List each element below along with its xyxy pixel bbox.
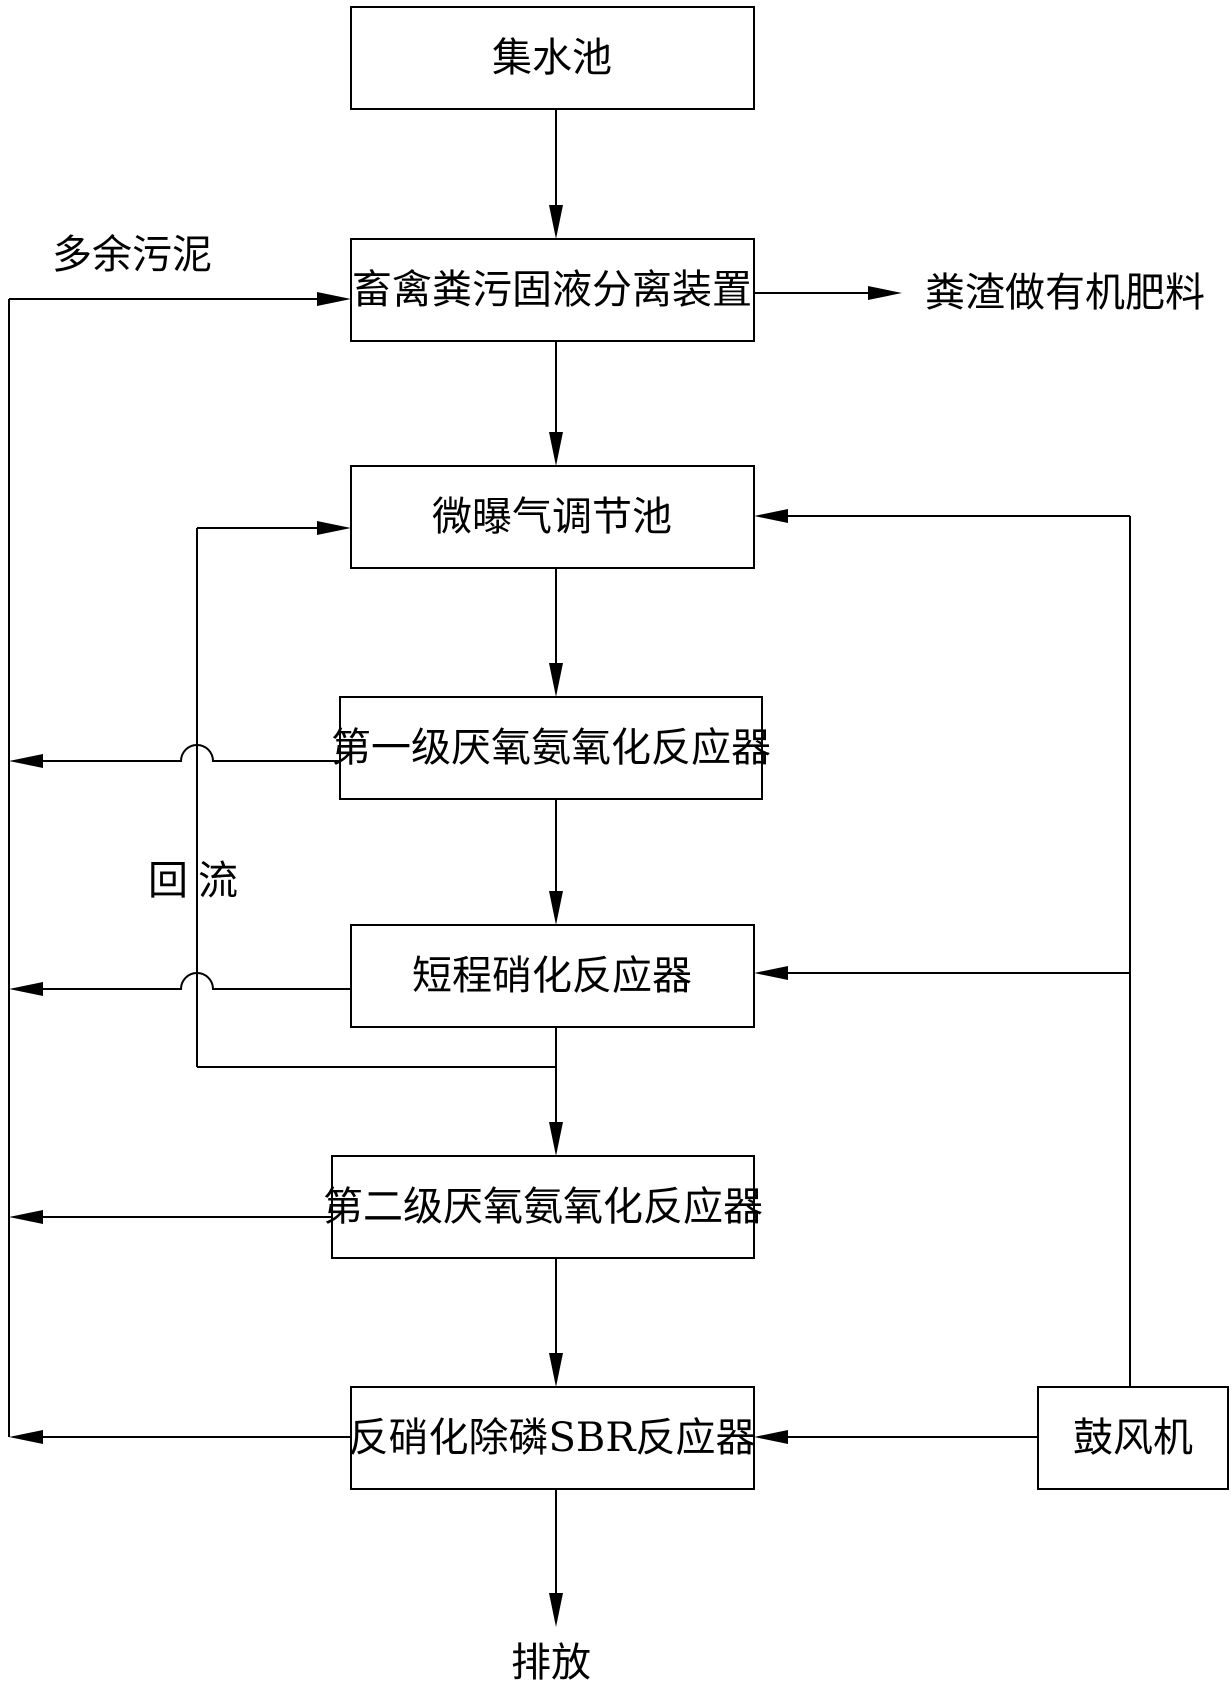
fertilizer-output-connector [754, 286, 902, 300]
second-anammox-reactor-label: 第二级厌氧氨氧化反应器 [323, 1184, 763, 1230]
solid-liquid-separator-label: 畜禽粪污固液分离装置 [352, 267, 752, 313]
node-first-anammox-reactor: 第一级厌氧氨氧化反应器 [331, 696, 771, 800]
blower-air-supply-line [754, 509, 1131, 1444]
micro-aeration-tank-label: 微曝气调节池 [432, 494, 672, 540]
node-solid-liquid-separator: 畜禽粪污固液分离装置 [350, 238, 755, 342]
node-micro-aeration-tank: 微曝气调节池 [350, 465, 755, 569]
discharge-label: 排放 [511, 1640, 591, 1686]
shortcut-nitrification-reactor-label: 短程硝化反应器 [412, 953, 692, 999]
node-collection-tank: 集水池 [350, 6, 755, 110]
main-flow-connectors [549, 109, 563, 1627]
node-blower: 鼓风机 [1037, 1386, 1229, 1490]
excess-sludge-return-line [8, 292, 351, 1444]
excess-sludge-label: 多余污泥 [52, 232, 212, 278]
reflux-label-2: 流 [198, 858, 238, 904]
blower-label: 鼓风机 [1073, 1415, 1193, 1461]
manure-fertilizer-label: 粪渣做有机肥料 [925, 270, 1205, 316]
reflux-line [196, 521, 556, 1068]
node-denitrification-sbr-reactor: 反硝化除磷SBR反应器 [349, 1386, 756, 1490]
reflux-label-1: 回 [148, 858, 188, 904]
first-anammox-reactor-label: 第一级厌氧氨氧化反应器 [331, 725, 771, 771]
node-shortcut-nitrification-reactor: 短程硝化反应器 [350, 924, 755, 1028]
collection-tank-label: 集水池 [492, 35, 612, 81]
node-second-anammox-reactor: 第二级厌氧氨氧化反应器 [323, 1155, 763, 1259]
denitrification-sbr-reactor-label: 反硝化除磷SBR反应器 [349, 1415, 756, 1461]
